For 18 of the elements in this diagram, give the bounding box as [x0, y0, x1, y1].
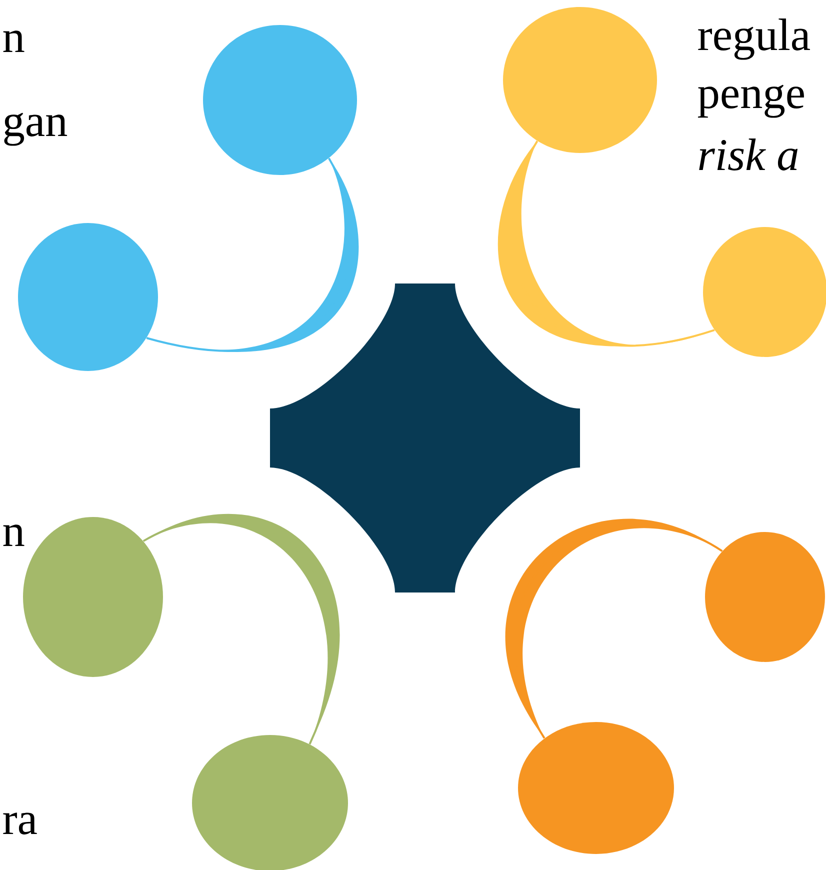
- label-text: ra: [3, 812, 37, 834]
- circle: [23, 517, 163, 677]
- label-text: penge: [698, 84, 804, 118]
- curved-connector: [146, 158, 358, 352]
- label-text: risk a: [699, 138, 798, 170]
- curved-connector: [505, 518, 723, 739]
- curved-connector: [498, 140, 715, 347]
- label-text: n: [3, 30, 24, 52]
- circle: [705, 532, 825, 662]
- label-text: gan: [4, 112, 68, 146]
- label-text: n: [3, 524, 24, 546]
- circle: [518, 722, 674, 854]
- curved-connector: [142, 514, 340, 745]
- circle: [503, 7, 657, 153]
- circle: [203, 25, 357, 175]
- circle: [18, 223, 158, 371]
- label-text: regula: [698, 18, 810, 60]
- center-shape: [270, 284, 580, 592]
